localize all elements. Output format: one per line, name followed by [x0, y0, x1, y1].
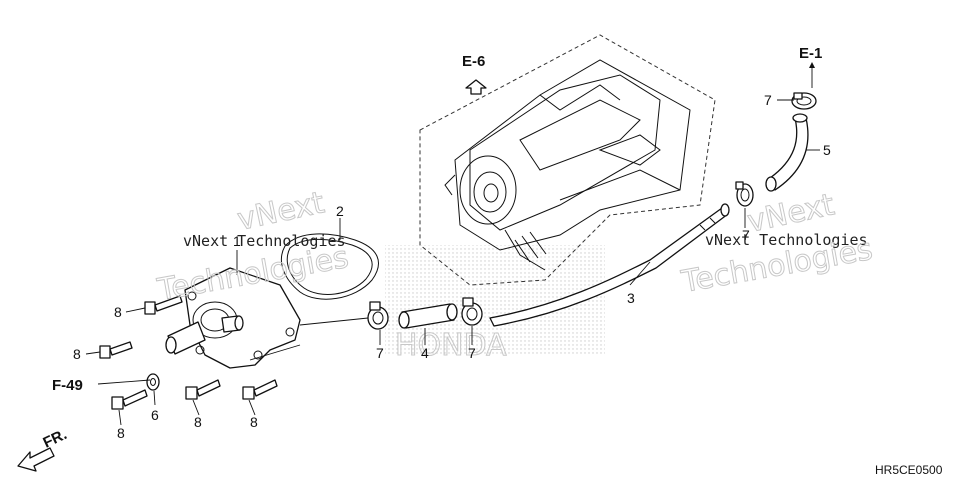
part-7-hose-clamp-mid-left [367, 301, 389, 330]
callout-2: 2 [336, 203, 344, 219]
part-5-water-hose-elbow [765, 113, 809, 192]
front-label: FR. [41, 426, 70, 452]
part-2-o-ring-gasket [280, 233, 379, 300]
callout-7-mid-left: 7 [376, 345, 384, 361]
leader-lines [85, 99, 820, 426]
engine-case-assembly [419, 34, 716, 286]
part-6-washer [146, 373, 160, 391]
callout-7-right: 7 [742, 227, 750, 243]
front-arrow-icon [17, 447, 55, 472]
up-arrow-icon [465, 79, 487, 95]
callout-8-e: 8 [250, 414, 258, 430]
part-8-bolt-d [185, 379, 221, 400]
part-1-water-pump-cover [165, 267, 301, 369]
watermark-vnext-top-left: vNext [234, 185, 327, 238]
part-4-water-hose [398, 303, 458, 329]
part-8-bolt-e [242, 379, 278, 400]
callout-4: 4 [421, 345, 429, 361]
reference-e1: E-1 [799, 45, 822, 62]
callout-3: 3 [627, 290, 635, 306]
callout-8-b: 8 [73, 346, 81, 362]
callout-8-c: 8 [117, 425, 125, 441]
part-7-hose-clamp-right [735, 181, 754, 207]
watermark-brand: HONDA [395, 328, 507, 363]
reference-e6: E-6 [462, 53, 485, 70]
figure-code: HR5CE0500 [875, 463, 943, 477]
callout-1: 1 [233, 233, 241, 249]
part-7-hose-clamp-mid-right [461, 297, 483, 326]
reference-f49: F-49 [52, 377, 83, 394]
part-3-water-pipe [489, 203, 730, 327]
part-7-hose-clamp-top [791, 92, 817, 110]
callout-7-top: 7 [764, 92, 772, 108]
callout-8-d: 8 [194, 414, 202, 430]
watermark-vnext-left: vNext Technologies [183, 232, 346, 250]
callout-6: 6 [151, 407, 159, 423]
front-direction-indicator: FR. [17, 426, 70, 472]
callout-7-mid-right: 7 [468, 345, 476, 361]
part-8-bolt-c [111, 389, 148, 410]
callout-5: 5 [823, 142, 831, 158]
watermark-vnext-right: vNext Technologies [705, 231, 868, 249]
callout-8-a: 8 [114, 304, 122, 320]
part-8-bolt-b [99, 341, 133, 359]
